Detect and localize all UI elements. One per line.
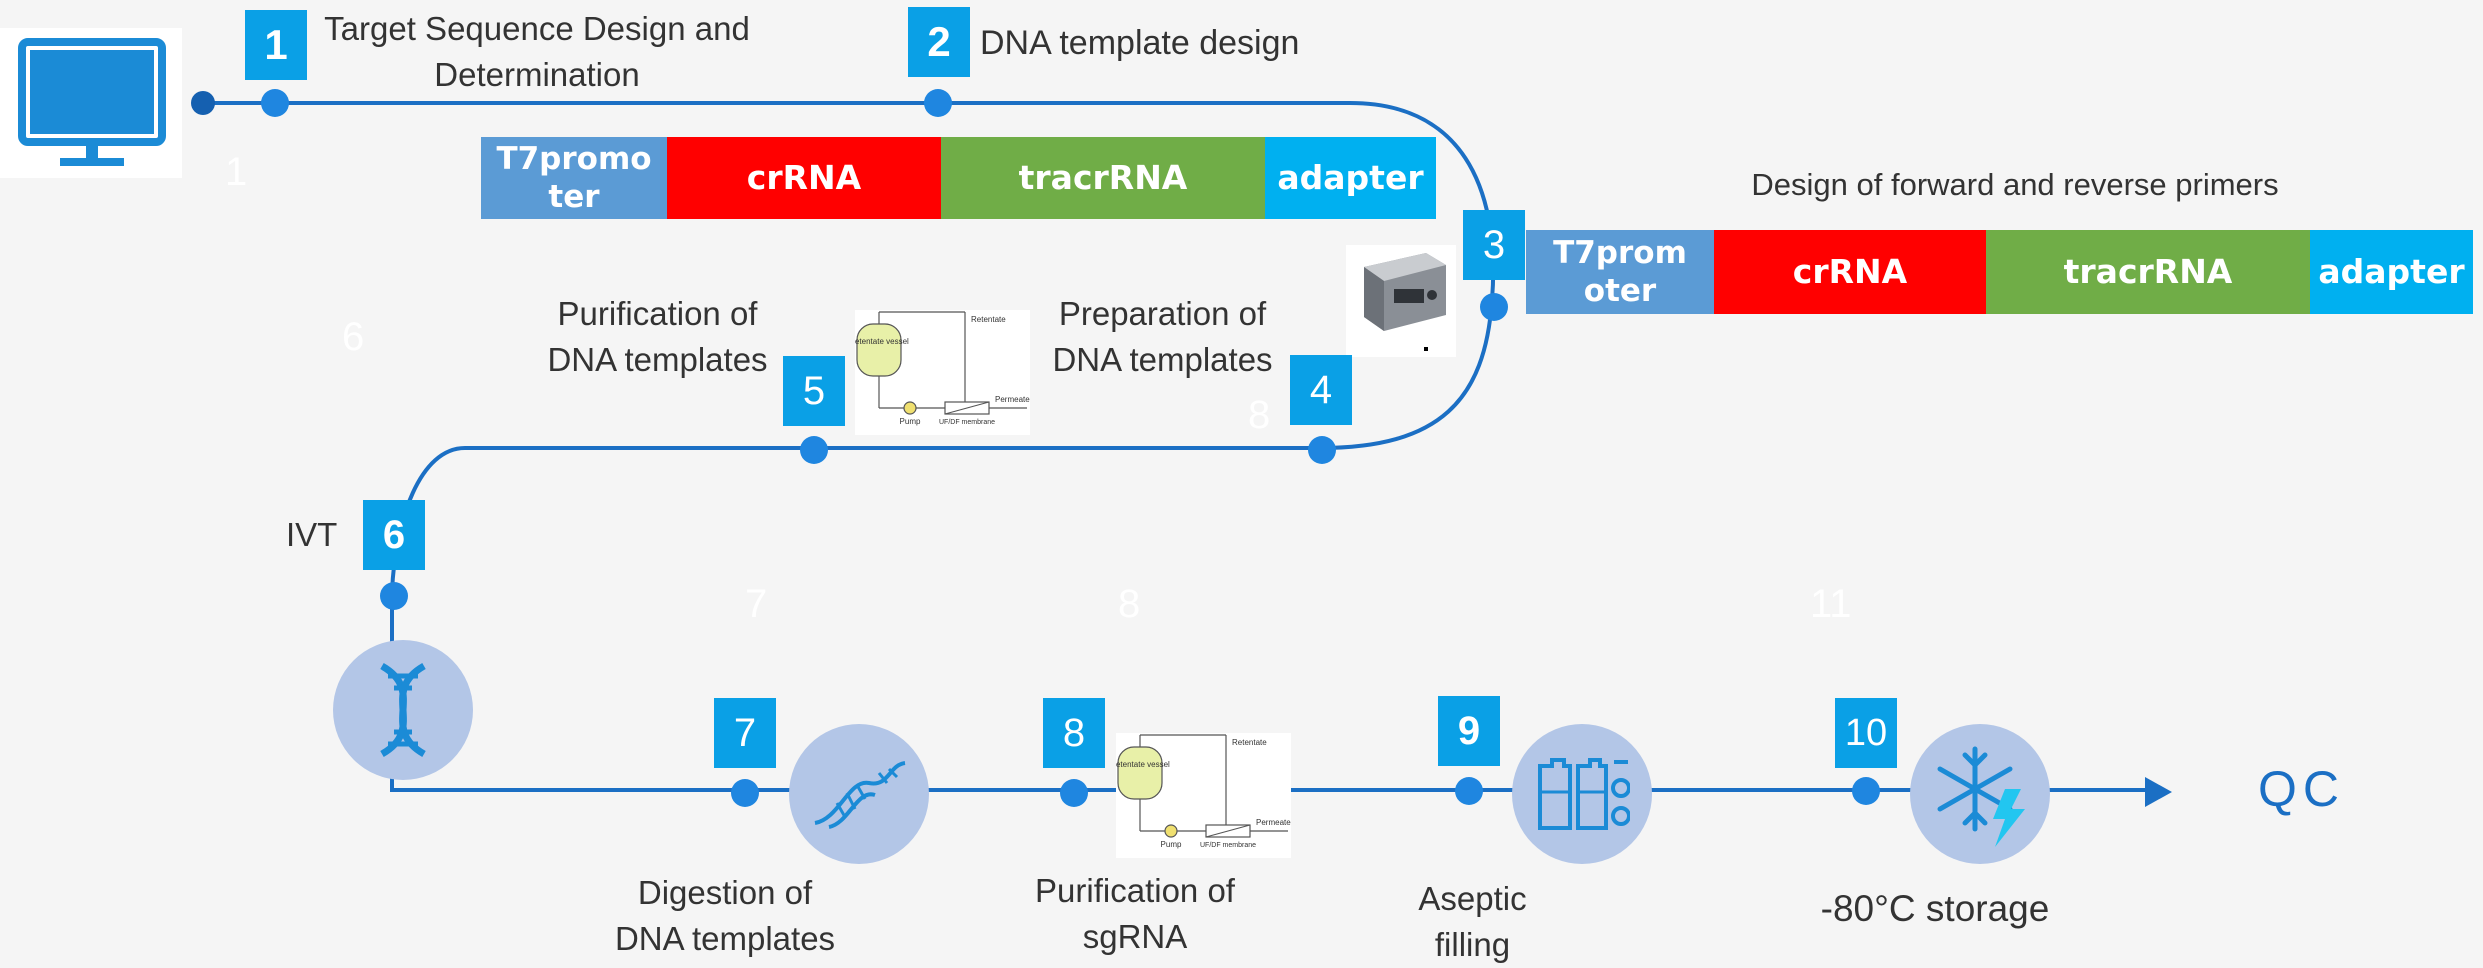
segment-text-line: tracrRNA xyxy=(1018,158,1188,197)
segment-tracrRNA: tracrRNA xyxy=(1986,230,2310,314)
segment-text-line: crRNA xyxy=(746,158,862,197)
step-7-label-line: Digestion of xyxy=(637,874,813,911)
step-7-badge: 7 xyxy=(714,698,776,768)
pump-label: Pump xyxy=(900,417,921,426)
ghost-number: 8 xyxy=(1118,582,1141,626)
segment-adapter: adapter xyxy=(2310,230,2473,314)
ghost-number: 11 xyxy=(1810,582,1852,626)
filtration-diagram: Retentate vessel Retentate Permeate Pump… xyxy=(849,310,1030,435)
step-5-label-line: DNA templates xyxy=(547,341,768,378)
membrane-label: UF/DF membrane xyxy=(939,419,995,426)
step-1-label: Target Sequence Design and Determination xyxy=(312,6,762,98)
retentate-vessel-label: Retentate vessel xyxy=(1116,760,1170,769)
step-9-label-line: Aseptic xyxy=(1418,880,1527,917)
step-6-badge: 6 xyxy=(363,500,425,570)
step-4-label: Preparation of DNA templates xyxy=(1030,291,1295,383)
step-6-label: IVT xyxy=(286,516,338,553)
step-4-label-line: DNA templates xyxy=(1052,341,1273,378)
step-5-label-line: Purification of xyxy=(557,295,758,332)
pump-label: Pump xyxy=(1161,840,1182,849)
segment-text-line: crRNA xyxy=(1792,252,1908,291)
step-5-badge: 5 xyxy=(783,356,845,426)
step-9-label: Aseptic filling xyxy=(1380,876,1565,968)
step-3-badge: 3 xyxy=(1463,210,1525,280)
filtration-diagram: Retentate vessel Retentate Permeate Pump… xyxy=(1110,733,1291,858)
step-10-badge: 10 xyxy=(1835,698,1897,768)
permeate-label: Permeate xyxy=(1256,818,1291,827)
segment-crRNA: crRNA xyxy=(667,137,941,219)
step-7-label-line: DNA templates xyxy=(614,920,836,957)
segment-crRNA: crRNA xyxy=(1714,230,1986,314)
thermal-cycler-icon xyxy=(1346,245,1456,357)
step-7-label: Digestion of DNA templates xyxy=(590,870,860,962)
segment-tracrRNA: tracrRNA xyxy=(941,137,1265,219)
segment-text-line: ter xyxy=(548,179,600,215)
step-3-label: Design of forward and reverse primers xyxy=(1751,167,2279,202)
segment-text: tracrRNA xyxy=(2064,253,2233,291)
retentate-vessel-label: Retentate vessel xyxy=(855,337,909,346)
membrane-label: UF/DF membrane xyxy=(1200,842,1256,849)
ghost-number: 1 xyxy=(225,150,248,194)
vials-icon xyxy=(1512,724,1652,864)
segment-text: crRNA xyxy=(1793,253,1907,291)
step-2-label: DNA template design xyxy=(980,24,1300,62)
ghost-number: 8 xyxy=(1248,393,1271,437)
dna-helix-icon xyxy=(333,640,473,780)
segment-text-line: oter xyxy=(1583,273,1657,309)
step-4-label-line: Preparation of xyxy=(1058,295,1267,332)
ghost-number: 6 xyxy=(342,315,365,359)
retentate-label: Retentate xyxy=(971,315,1006,324)
monitor-icon xyxy=(0,28,182,178)
step-8-label-line: sgRNA xyxy=(1082,918,1188,955)
segment-text-line: tracrRNA xyxy=(2063,252,2233,291)
segment-text: crRNA xyxy=(747,159,861,197)
dna-strand-icon xyxy=(789,724,929,864)
retentate-label: Retentate xyxy=(1232,738,1267,747)
step-4-badge: 4 xyxy=(1290,355,1352,425)
segment-text-line: adapter xyxy=(2318,252,2465,291)
ghost-number: 7 xyxy=(745,582,768,626)
segment-adapter: adapter xyxy=(1265,137,1436,219)
step-2-badge: 2 xyxy=(908,7,970,77)
permeate-label: Permeate xyxy=(995,395,1030,404)
segment-text-line: adapter xyxy=(1277,158,1424,197)
segment-text-line: T7promo xyxy=(496,141,652,177)
step-10-label: -80°C storage xyxy=(1820,888,2050,929)
segment-text: adapter xyxy=(1277,159,1423,197)
step-9-label-line: filling xyxy=(1434,926,1511,963)
step-9-badge: 9 xyxy=(1438,696,1500,766)
segment-text: tracrRNA xyxy=(1019,159,1188,197)
step-1-badge: 1 xyxy=(245,10,307,80)
step-8-label: Purification of sgRNA xyxy=(1000,868,1270,960)
qc-label: QC xyxy=(2258,761,2345,817)
segment-text-line: T7prom xyxy=(1553,235,1687,271)
segment-text: adapter xyxy=(2318,253,2464,291)
snowflake-icon xyxy=(1910,724,2050,864)
step-8-label-line: Purification of xyxy=(1035,872,1235,909)
step-1-label-line: Target Sequence Design and xyxy=(324,10,750,47)
step-8-badge: 8 xyxy=(1043,698,1105,768)
step-1-label-line: Determination xyxy=(434,56,640,93)
step-5-label: Purification of DNA templates xyxy=(525,291,790,383)
